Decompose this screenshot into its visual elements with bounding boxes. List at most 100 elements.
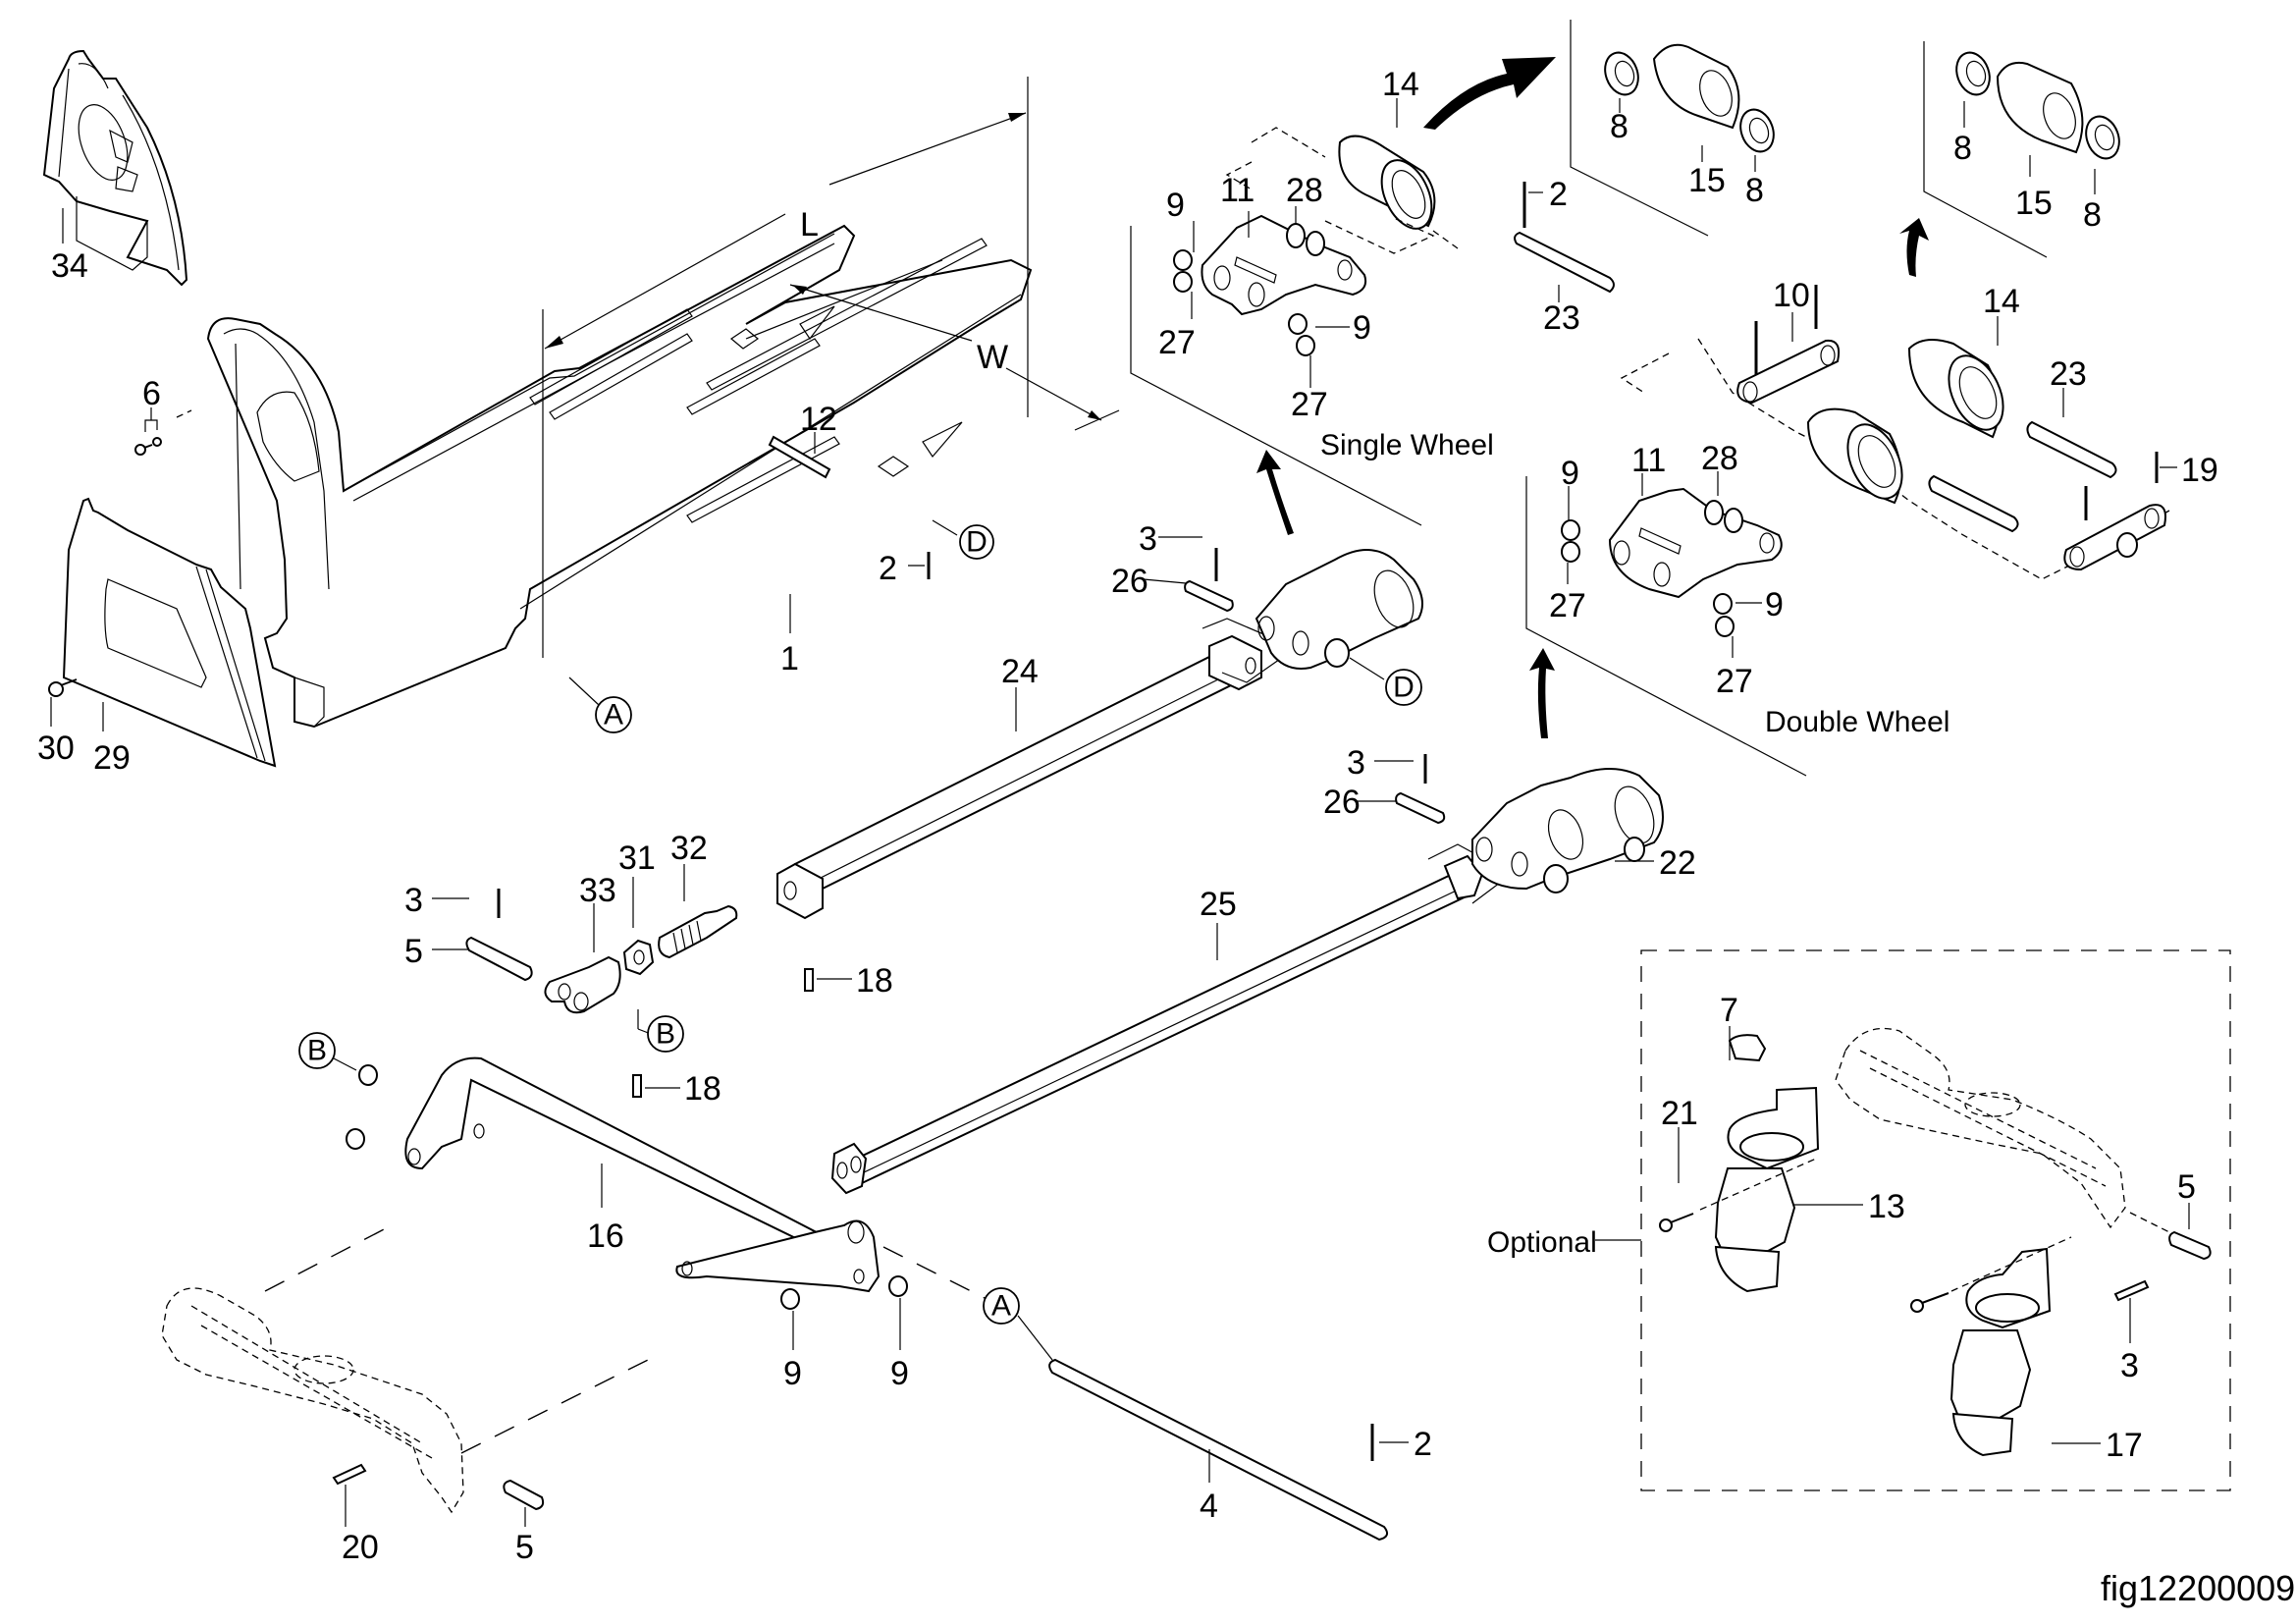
label-27-double-bottom: 27 <box>1716 663 1753 700</box>
label-2-single: 2 <box>1549 176 1568 213</box>
arrow-to-wheel-detail <box>1423 57 1556 130</box>
label-9-single-top: 9 <box>1166 187 1185 224</box>
label-20: 20 <box>342 1529 379 1566</box>
label-27-single-left: 27 <box>1158 324 1196 361</box>
part-9-27-bushings-double <box>1561 519 1735 637</box>
part-23-axles-double <box>1928 420 2117 533</box>
svg-text:B: B <box>307 1035 327 1067</box>
caption-optional: Optional <box>1487 1226 1597 1259</box>
arrow-to-double-wheel <box>1529 648 1555 738</box>
label-12: 12 <box>800 401 837 438</box>
label-18-clevis: 18 <box>684 1070 721 1108</box>
label-24: 24 <box>1001 653 1039 690</box>
label-9-lever-left: 9 <box>783 1355 802 1392</box>
part-29-side-panel <box>62 497 277 768</box>
ref-tag-b-clevis: B <box>647 1015 684 1053</box>
label-5-clevis: 5 <box>404 933 423 970</box>
part-23-axle-single <box>1514 231 1615 294</box>
label-9-single-right: 9 <box>1353 309 1371 347</box>
part-21-bolt <box>1659 1213 1694 1232</box>
svg-text:D: D <box>966 526 988 559</box>
label-9-double-top: 9 <box>1561 455 1579 492</box>
ref-tag-a-axle: A <box>983 1287 1020 1325</box>
label-26-single-install: 26 <box>1111 563 1148 600</box>
label-13: 13 <box>1868 1188 1905 1225</box>
label-8-detail1-left: 8 <box>1610 108 1629 145</box>
label-3-single-install: 3 <box>1139 520 1157 558</box>
double-wheel-frame-outline <box>1525 476 1807 777</box>
label-27-double-left: 27 <box>1549 587 1586 624</box>
label-3-double-install: 3 <box>1347 744 1365 782</box>
figure-id: fig1220000900 <box>2101 1568 2296 1608</box>
label-28-double: 28 <box>1701 440 1738 477</box>
part-14-load-wheel <box>1338 135 1436 230</box>
part-5-pin-yoke <box>503 1479 545 1511</box>
label-5-optional: 5 <box>2177 1168 2196 1206</box>
part-32-adjust-bolt <box>658 904 738 959</box>
svg-text:A: A <box>991 1290 1011 1323</box>
label-9-double-right: 9 <box>1765 586 1784 623</box>
single-wheel-assembly-installed <box>1255 549 1423 670</box>
label-21: 21 <box>1661 1095 1698 1132</box>
caption-double-wheel: Double Wheel <box>1765 706 1949 738</box>
part-9-27-bushings-single <box>1173 249 1315 356</box>
part-31-nut <box>622 939 655 976</box>
wheel-detail-box-1 <box>1570 20 1775 237</box>
label-2-fork: 2 <box>879 550 897 587</box>
label-26-double-install: 26 <box>1323 784 1361 821</box>
part-28-bushings-single <box>1286 223 1325 256</box>
part-3-roll-pin-optional <box>2113 1279 2150 1302</box>
label-11-single: 11 <box>1220 172 1255 209</box>
part-bolt-optional-2 <box>1910 1292 1949 1313</box>
caption-single-wheel: Single Wheel <box>1320 429 1494 461</box>
label-22: 22 <box>1659 844 1696 882</box>
part-20-roll-pin <box>332 1463 367 1486</box>
part-12-pin <box>768 435 831 479</box>
part-34-cover-plate <box>42 49 188 287</box>
label-9-lever-right: 9 <box>890 1355 909 1392</box>
part-25-push-rod <box>830 854 1484 1195</box>
label-19: 19 <box>2181 452 2218 489</box>
svg-text:D: D <box>1393 672 1415 704</box>
part-17-caster <box>1949 1247 2052 1457</box>
label-14-double: 14 <box>1983 283 2020 320</box>
label-3-clevis: 3 <box>404 882 423 919</box>
ref-tag-d-fork: D <box>959 524 994 560</box>
label-28-single: 28 <box>1286 172 1323 209</box>
label-15-detail2: 15 <box>2015 185 2053 222</box>
part-24-push-rod <box>776 634 1262 920</box>
ref-tag-b-lever: B <box>298 1032 336 1069</box>
label-32: 32 <box>670 830 708 867</box>
label-6: 6 <box>142 375 161 412</box>
label-23-single: 23 <box>1543 299 1580 337</box>
dimension-lines <box>542 77 1120 658</box>
double-wheel-assembly-installed <box>1471 767 1664 893</box>
part-9-bushings-lever <box>346 1064 908 1310</box>
part-28-bushings-double <box>1704 500 1743 533</box>
label-8-detail2-right: 8 <box>2083 196 2102 234</box>
svg-text:A: A <box>604 699 623 731</box>
optional-box <box>1640 949 2231 1491</box>
dimension-length-label: L <box>800 206 819 244</box>
label-34: 34 <box>51 247 88 285</box>
part-14-load-wheels-double <box>1806 339 2004 505</box>
part-6-screw-nut <box>134 409 192 456</box>
label-1: 1 <box>780 640 799 677</box>
part-13-caster <box>1714 1086 1820 1293</box>
label-27-single-bottom: 27 <box>1291 386 1328 423</box>
label-8-detail1-right: 8 <box>1745 172 1764 209</box>
label-10: 10 <box>1773 277 1810 314</box>
label-33: 33 <box>579 872 616 909</box>
steering-yoke-ghost-optional <box>1835 1027 2126 1229</box>
single-wheel-frame-outline <box>1130 226 1422 526</box>
wheel-detail-box-2 <box>1923 41 2120 258</box>
part-4-fork-axle <box>1048 1358 1389 1542</box>
part-5-pin-optional <box>2168 1230 2212 1261</box>
part-33-clevis <box>544 955 621 1014</box>
label-3-optional: 3 <box>2120 1347 2139 1384</box>
dimension-width-label: W <box>977 339 1008 376</box>
ref-tag-a-frame: A <box>595 696 632 733</box>
part-10-link-plate <box>1736 285 1841 405</box>
single-wheel-dash-box <box>1225 127 1459 254</box>
